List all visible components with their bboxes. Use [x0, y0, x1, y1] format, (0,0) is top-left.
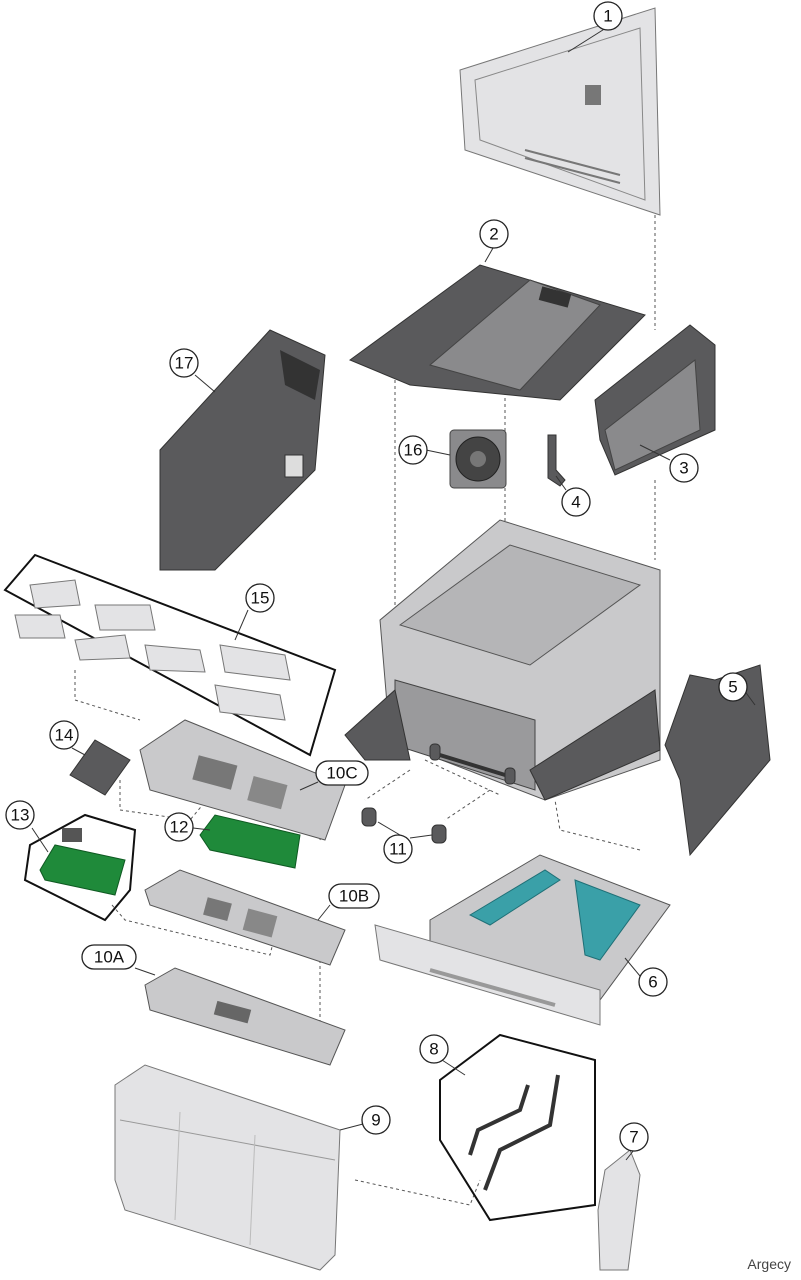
callout-3: 3 [639, 444, 699, 483]
part-10b-panel [144, 869, 346, 966]
callout-15: 15 [234, 583, 275, 641]
svg-text:11: 11 [389, 840, 407, 859]
printer-main-frame [344, 519, 661, 801]
part-17-left-cover [159, 329, 326, 571]
svg-text:13: 13 [11, 806, 30, 825]
svg-text:4: 4 [571, 493, 580, 512]
svg-text:14: 14 [55, 726, 74, 745]
part-14-display [69, 739, 131, 796]
callout-2: 2 [479, 219, 509, 263]
part-2-top-cover [348, 264, 646, 401]
callout-14: 14 [49, 720, 86, 756]
callout-12: 12 [164, 812, 211, 842]
svg-text:10B: 10B [339, 887, 369, 906]
svg-text:8: 8 [429, 1040, 438, 1059]
part-8-rod-kit [439, 1033, 596, 1222]
part-13-pcb-kit [23, 813, 137, 922]
callout-1: 1 [567, 1, 623, 53]
callout-5: 5 [718, 672, 756, 706]
part-3-right-cover [594, 324, 716, 476]
callouts: 1 2 3 4 5 6 7 [5, 1, 756, 1161]
part-7-bracket [597, 1149, 641, 1271]
callout-17: 17 [169, 348, 216, 393]
part-16-fan [449, 429, 507, 489]
svg-text:10A: 10A [94, 948, 125, 967]
svg-text:1: 1 [603, 7, 612, 26]
part-10a-panel [144, 967, 346, 1066]
svg-text:6: 6 [648, 973, 657, 992]
callout-6: 6 [624, 957, 668, 997]
callout-8: 8 [419, 1034, 466, 1076]
svg-text:17: 17 [175, 354, 194, 373]
callout-13: 13 [5, 800, 49, 853]
svg-text:7: 7 [629, 1128, 638, 1147]
part-9-front-door [114, 1064, 341, 1271]
part-6-paper-tray [374, 854, 671, 1026]
svg-text:9: 9 [371, 1111, 380, 1130]
callout-9: 9 [339, 1105, 391, 1135]
callout-16: 16 [398, 435, 451, 465]
svg-text:10C: 10C [326, 764, 357, 783]
callout-4: 4 [555, 475, 591, 517]
part-5-right-side-cover [664, 664, 771, 857]
callout-7: 7 [619, 1122, 649, 1161]
part-4-bracket [547, 434, 566, 487]
part-1-rear-cover [459, 7, 661, 216]
callout-10a: 10A [81, 944, 156, 976]
svg-text:16: 16 [404, 441, 423, 460]
callout-10b: 10B [317, 883, 380, 921]
callout-11: 11 [377, 821, 433, 864]
part-15-label-kit [3, 553, 337, 757]
watermark-text: Argecy [747, 1256, 791, 1272]
svg-text:3: 3 [679, 459, 688, 478]
callout-10c: 10C [299, 760, 369, 791]
svg-text:5: 5 [728, 678, 737, 697]
svg-text:15: 15 [251, 589, 270, 608]
part-10c-panel [139, 719, 346, 841]
part-12-pcb [199, 814, 301, 869]
svg-text:2: 2 [489, 225, 498, 244]
part-11-rollers [361, 743, 516, 844]
svg-text:12: 12 [170, 818, 189, 837]
